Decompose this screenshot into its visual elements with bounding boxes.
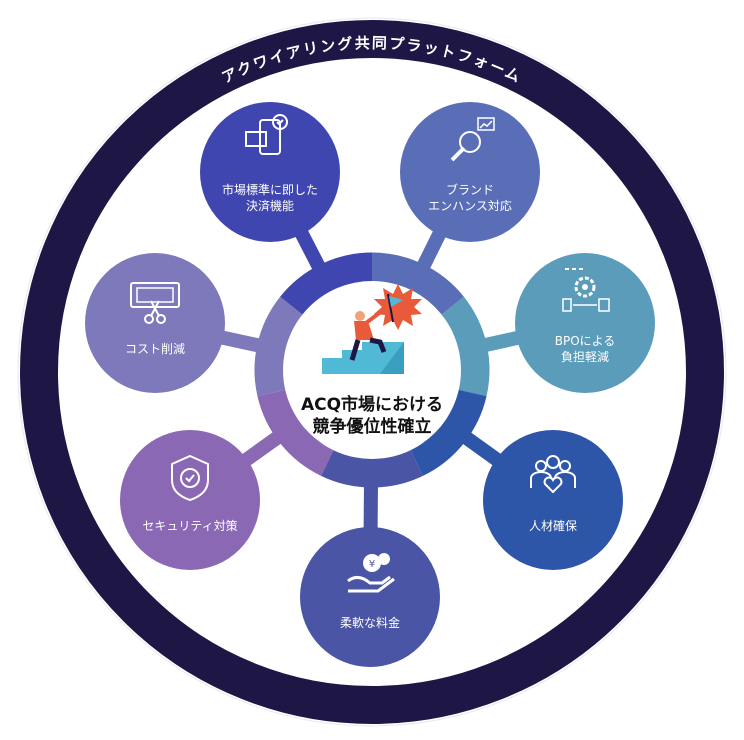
pillar-label-market: 決済機能: [246, 198, 294, 213]
pillar-security: セキュリティ対策: [120, 430, 260, 570]
pillar-label-security: セキュリティ対策: [142, 519, 237, 533]
donut-segment-bpo: [440, 296, 490, 397]
shield-check-icon: [171, 454, 209, 502]
pillar-label-market: 市場標準に即した: [222, 182, 318, 197]
donut-segment-security: [257, 389, 335, 476]
pillar-talent: 人材確保: [483, 430, 623, 570]
platform-ring: [20, 20, 724, 724]
pillar-label-pricing: 柔軟な料金: [340, 615, 400, 630]
hand-coin-icon: ¥: [347, 553, 395, 593]
pillar-label-bpo: 負担軽減: [561, 349, 609, 364]
donut-segment-market: [280, 252, 373, 316]
pillar-circle-market: [200, 102, 340, 242]
phone-payment-icon: [245, 114, 288, 155]
pillar-label-talent: 人材確保: [529, 518, 577, 533]
gear-process-icon: [562, 268, 610, 312]
pillar-circle-pricing: [300, 527, 440, 667]
center-donut: [254, 252, 490, 488]
pillar-label-bpo: BPOによる: [555, 334, 616, 348]
people-heart-icon: [530, 455, 576, 494]
pillar-label-cost: コスト削減: [125, 341, 185, 356]
donut-segment-talent: [409, 389, 487, 476]
wrench-chart-icon: [450, 117, 495, 162]
pillar-circle-brand: [400, 102, 540, 242]
svg-text:¥: ¥: [369, 559, 375, 570]
center-illustration: [322, 284, 422, 374]
pillar-circle-talent: [483, 430, 623, 570]
donut-segment-pricing: [321, 449, 423, 488]
pillar-pricing: ¥ 柔軟な料金: [300, 527, 440, 667]
cut-bill-icon: [130, 282, 180, 324]
pillar-circle-cost: [85, 253, 225, 393]
pillar-cost: コスト削減: [85, 253, 225, 393]
center-title-line1: ACQ市場における: [301, 394, 443, 415]
center-title-line2: 競争優位性確立: [313, 416, 432, 437]
starburst: [374, 284, 422, 330]
pillar-label-brand: エンハンス対応: [428, 199, 512, 213]
donut-segment-cost: [254, 296, 304, 397]
pillar-circle-bpo: [515, 253, 655, 393]
pillar-label-brand: ブランド: [446, 182, 494, 197]
donut-segment-brand: [371, 252, 464, 316]
